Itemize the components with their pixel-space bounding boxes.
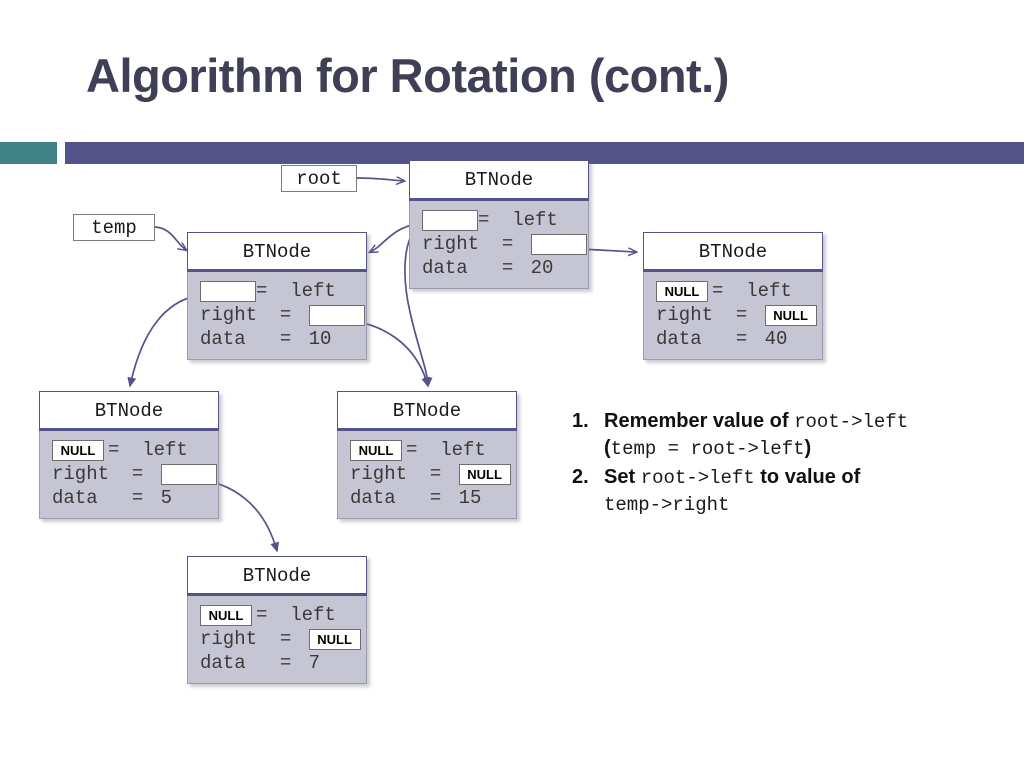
node-root-data-label: data =	[422, 257, 514, 279]
step-1-number: 1.	[572, 410, 589, 432]
node-data-7[interactable]: BTNode NULL= left right = NULL data = 7	[187, 556, 367, 684]
node-data-5-left-field: NULL= left	[40, 438, 218, 462]
node-temp-data-label: data =	[200, 328, 292, 350]
node-data-7-left-slot[interactable]: NULL	[200, 604, 252, 626]
node-data-40[interactable]: BTNode NULL= left right = NULL data = 40	[643, 232, 823, 360]
step-1-text-a: Remember value of	[604, 410, 795, 432]
step-2: 2. Set root->left to value of temp->righ…	[568, 464, 1008, 518]
node-data-40-data-value: 40	[764, 328, 788, 350]
node-data-7-data-label: data =	[200, 652, 292, 674]
step-1-code-b: temp = root->left	[610, 438, 805, 460]
step-1-code-a: root->left	[794, 411, 909, 433]
node-data-40-left-field: NULL= left	[644, 279, 822, 303]
node-temp-right-slot[interactable]	[308, 304, 365, 326]
node-data-5[interactable]: BTNode NULL= left right = data = 5	[39, 391, 219, 519]
node-data-5-header: BTNode	[39, 391, 219, 431]
node-data-7-right-label: right =	[200, 628, 292, 650]
step-2-number: 2.	[572, 466, 589, 488]
node-temp-data-field: data = 10	[188, 327, 366, 351]
node-temp-right-label: right =	[200, 304, 292, 326]
node-data-15-data-value: 15	[458, 487, 482, 509]
node-root-right-field: right =	[410, 232, 588, 256]
node-data-15-left-label: = left	[406, 439, 486, 461]
accent-bar-teal	[0, 142, 57, 164]
node-temp-header: BTNode	[187, 232, 367, 272]
steps-list: 1. Remember value of root->left (temp = …	[568, 408, 1008, 520]
node-data-15-left-field: NULL= left	[338, 438, 516, 462]
step-2-code-b: temp->right	[604, 494, 730, 516]
node-data-15-header: BTNode	[337, 391, 517, 431]
node-temp-left-field: = left	[188, 279, 366, 303]
node-root-header: BTNode	[409, 160, 589, 201]
node-data-5-left-label: = left	[108, 439, 188, 461]
arrow-temp-to-tempnode	[154, 226, 186, 250]
step-2-code-a: root->left	[640, 467, 755, 489]
node-data-7-header: BTNode	[187, 556, 367, 596]
node-data-15-data-label: data =	[350, 487, 442, 509]
accent-bar-purple	[65, 142, 1024, 164]
arrow-root-to-rootnode	[356, 178, 404, 181]
node-data-5-body: NULL= left right = data = 5	[39, 431, 219, 519]
node-data-40-data-label: data =	[656, 328, 748, 350]
step-1-text-b: (	[604, 437, 611, 459]
node-data-5-data-value: 5	[160, 487, 173, 509]
page-title: Algorithm for Rotation (cont.)	[86, 49, 729, 102]
node-data-40-data-field: data = 40	[644, 327, 822, 351]
node-data-5-data-label: data =	[52, 487, 144, 509]
node-root-body: = left right = data = 20	[409, 201, 589, 289]
step-1: 1. Remember value of root->left (temp = …	[568, 408, 1008, 462]
node-temp[interactable]: BTNode = left right = data = 10	[187, 232, 367, 360]
node-root-left-label: = left	[478, 209, 558, 231]
node-data-15-body: NULL= left right = NULL data = 15	[337, 431, 517, 519]
node-data-7-left-label: = left	[256, 604, 336, 626]
node-data-15-left-slot[interactable]: NULL	[350, 439, 402, 461]
node-temp-right-field: right =	[188, 303, 366, 327]
node-temp-data-value: 10	[308, 328, 332, 350]
node-root-left-field: = left	[410, 208, 588, 232]
node-data-40-right-field: right = NULL	[644, 303, 822, 327]
temp-pointer-label[interactable]: temp	[73, 214, 155, 241]
node-data-5-right-slot[interactable]	[160, 463, 217, 485]
node-data-7-body: NULL= left right = NULL data = 7	[187, 596, 367, 684]
node-data-7-left-field: NULL= left	[188, 603, 366, 627]
node-data-7-data-value: 7	[308, 652, 321, 674]
node-root[interactable]: BTNode = left right = data = 20	[409, 160, 589, 289]
root-pointer-label[interactable]: root	[281, 165, 357, 192]
node-data-5-left-slot[interactable]: NULL	[52, 439, 104, 461]
node-root-left-slot[interactable]	[422, 209, 478, 231]
node-data-7-data-field: data = 7	[188, 651, 366, 675]
node-data-40-left-label: = left	[712, 280, 792, 302]
node-data-15-right-label: right =	[350, 463, 442, 485]
node-data-15[interactable]: BTNode NULL= left right = NULL data = 15	[337, 391, 517, 519]
node-temp-left-label: = left	[256, 280, 336, 302]
node-data-40-left-slot[interactable]: NULL	[656, 280, 708, 302]
step-2-text-a: Set	[604, 466, 641, 488]
node-root-right-slot[interactable]	[530, 233, 587, 255]
node-data-15-right-slot[interactable]: NULL	[458, 463, 511, 485]
step-2-text-b: to value of	[754, 466, 861, 488]
node-temp-left-slot[interactable]	[200, 280, 256, 302]
node-data-40-right-label: right =	[656, 304, 748, 326]
node-data-7-right-field: right = NULL	[188, 627, 366, 651]
step-1-text-c: )	[804, 437, 812, 459]
node-root-right-label: right =	[422, 233, 514, 255]
node-data-40-header: BTNode	[643, 232, 823, 272]
node-data-5-right-label: right =	[52, 463, 144, 485]
node-data-5-right-field: right =	[40, 462, 218, 486]
node-data-40-right-slot[interactable]: NULL	[764, 304, 817, 326]
node-data-5-data-field: data = 5	[40, 486, 218, 510]
node-data-15-data-field: data = 15	[338, 486, 516, 510]
node-data-40-body: NULL= left right = NULL data = 40	[643, 272, 823, 360]
node-data-7-right-slot[interactable]: NULL	[308, 628, 361, 650]
node-data-15-right-field: right = NULL	[338, 462, 516, 486]
node-temp-body: = left right = data = 10	[187, 272, 367, 360]
node-root-data-field: data = 20	[410, 256, 588, 280]
node-root-data-value: 20	[530, 257, 554, 279]
